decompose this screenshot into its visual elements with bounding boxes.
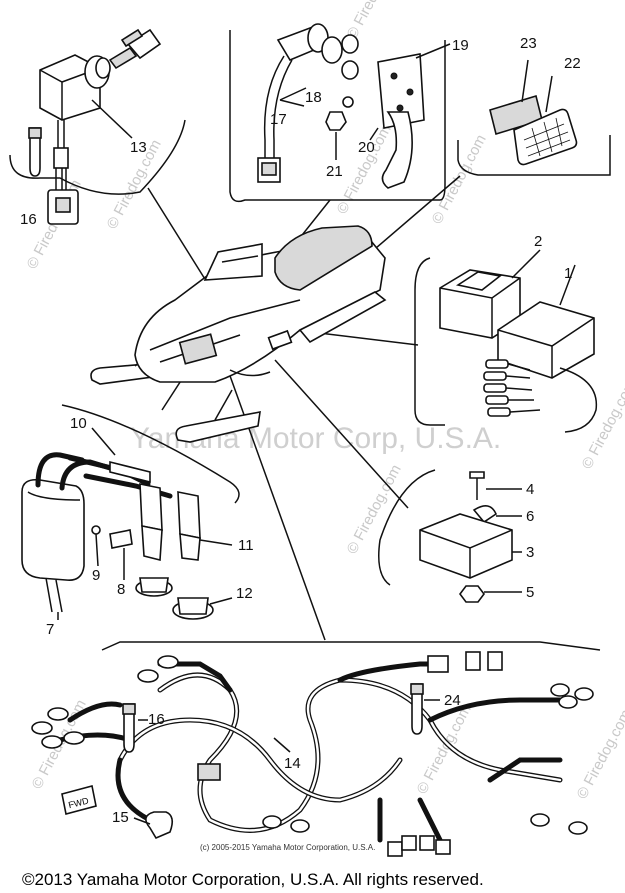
callout-15: 15 <box>112 809 129 826</box>
watermark-site: © Firedog.com <box>574 707 625 802</box>
reflector <box>513 108 578 166</box>
bracket-right-bracket <box>378 469 436 586</box>
callout-7: 7 <box>46 621 54 638</box>
harness-grommet <box>197 763 221 781</box>
track-area <box>298 291 387 344</box>
screw-4-head <box>469 471 485 479</box>
key-head <box>126 28 162 60</box>
clamp-15 <box>145 811 174 840</box>
callout-23: 23 <box>520 35 537 52</box>
bracket-right-cdi <box>414 257 445 426</box>
plug-cap-right <box>177 491 201 539</box>
bracket-top-right <box>457 135 611 176</box>
key-blade <box>108 46 138 70</box>
bracket-top-center <box>229 30 446 203</box>
wire-harness: FWD <box>31 651 594 857</box>
cdi-unit-assembly <box>439 249 598 433</box>
callout-6: 6 <box>526 508 534 525</box>
watermark-site: © Firedog.com <box>344 462 405 557</box>
callout-19: 19 <box>452 37 469 54</box>
switch-lead-boot <box>53 147 69 169</box>
callout-20: 20 <box>358 139 375 156</box>
callout-10: 10 <box>70 415 87 432</box>
callout-13: 13 <box>130 139 147 156</box>
leader-2 <box>511 249 541 279</box>
label-parts <box>489 59 578 166</box>
callout-17: 17 <box>270 111 287 128</box>
dimmer-switch <box>321 36 343 64</box>
callout-9: 9 <box>92 567 100 584</box>
cap-10 <box>109 460 151 484</box>
leader-1 <box>559 264 576 306</box>
bolt-8 <box>109 529 133 549</box>
callout-4: 4 <box>526 481 534 498</box>
cable-tie-lower <box>123 703 135 753</box>
callout-24: 24 <box>444 692 461 709</box>
callout-18: 18 <box>305 89 322 106</box>
callout-8: 8 <box>117 581 125 598</box>
ignition-coil <box>21 478 85 582</box>
bracket-assembly <box>419 471 522 603</box>
washer-9 <box>91 525 101 535</box>
watermark-site: © Firedog.com <box>429 132 490 227</box>
small-copyright-notice: (c) 2005-2015 Yamaha Motor Corporation, … <box>200 843 375 852</box>
cap-2 <box>341 60 359 80</box>
leader-13 <box>91 99 133 139</box>
callout-21: 21 <box>326 163 343 180</box>
fwd-tag <box>61 785 97 815</box>
connector-block-1 <box>427 655 449 673</box>
engine-vent <box>178 333 218 365</box>
bracket-top-left <box>9 119 186 195</box>
bracket-harness <box>101 641 601 651</box>
section-brackets <box>9 30 611 651</box>
callout-12: 12 <box>236 585 253 602</box>
callout-16-lower: 16 <box>148 711 165 728</box>
mount-plate <box>377 53 425 129</box>
clamp-6 <box>472 505 497 524</box>
cdi-lead-connectors <box>483 359 541 417</box>
bracket-left-coil <box>61 404 240 504</box>
cable-tie-24 <box>411 683 423 735</box>
callout-11: 11 <box>238 537 254 554</box>
ignition-coil-assembly <box>21 427 233 620</box>
watermark-site: © Firedog.com <box>579 377 625 472</box>
callout-22: 22 <box>564 55 581 72</box>
front-ski-right <box>175 411 261 443</box>
cap-1 <box>341 34 359 54</box>
callout-1: 1 <box>564 265 572 282</box>
nut-5 <box>459 585 485 603</box>
plug-cap-left <box>139 483 163 531</box>
snowmobile <box>90 225 387 443</box>
callout-5: 5 <box>526 584 534 601</box>
callout-numbers: 1 2 3 4 5 6 7 8 9 10 11 12 13 14 15 16 1… <box>20 35 581 826</box>
footer-copyright: ©2013 Yamaha Motor Corporation, U.S.A. A… <box>22 870 484 889</box>
callout-2: 2 <box>534 233 542 250</box>
seat <box>274 225 373 291</box>
nut-21 <box>325 111 347 131</box>
callout-16-top: 16 <box>20 211 37 228</box>
callout-14: 14 <box>284 755 301 772</box>
main-switch-assembly <box>28 28 162 225</box>
clip-bracket <box>381 111 413 189</box>
cable-tie-top <box>29 127 41 177</box>
fwd-tag-label: FWD <box>67 795 90 810</box>
callout-3: 3 <box>526 544 534 561</box>
windshield <box>203 243 263 281</box>
handlebar-switch-assembly <box>257 23 451 189</box>
